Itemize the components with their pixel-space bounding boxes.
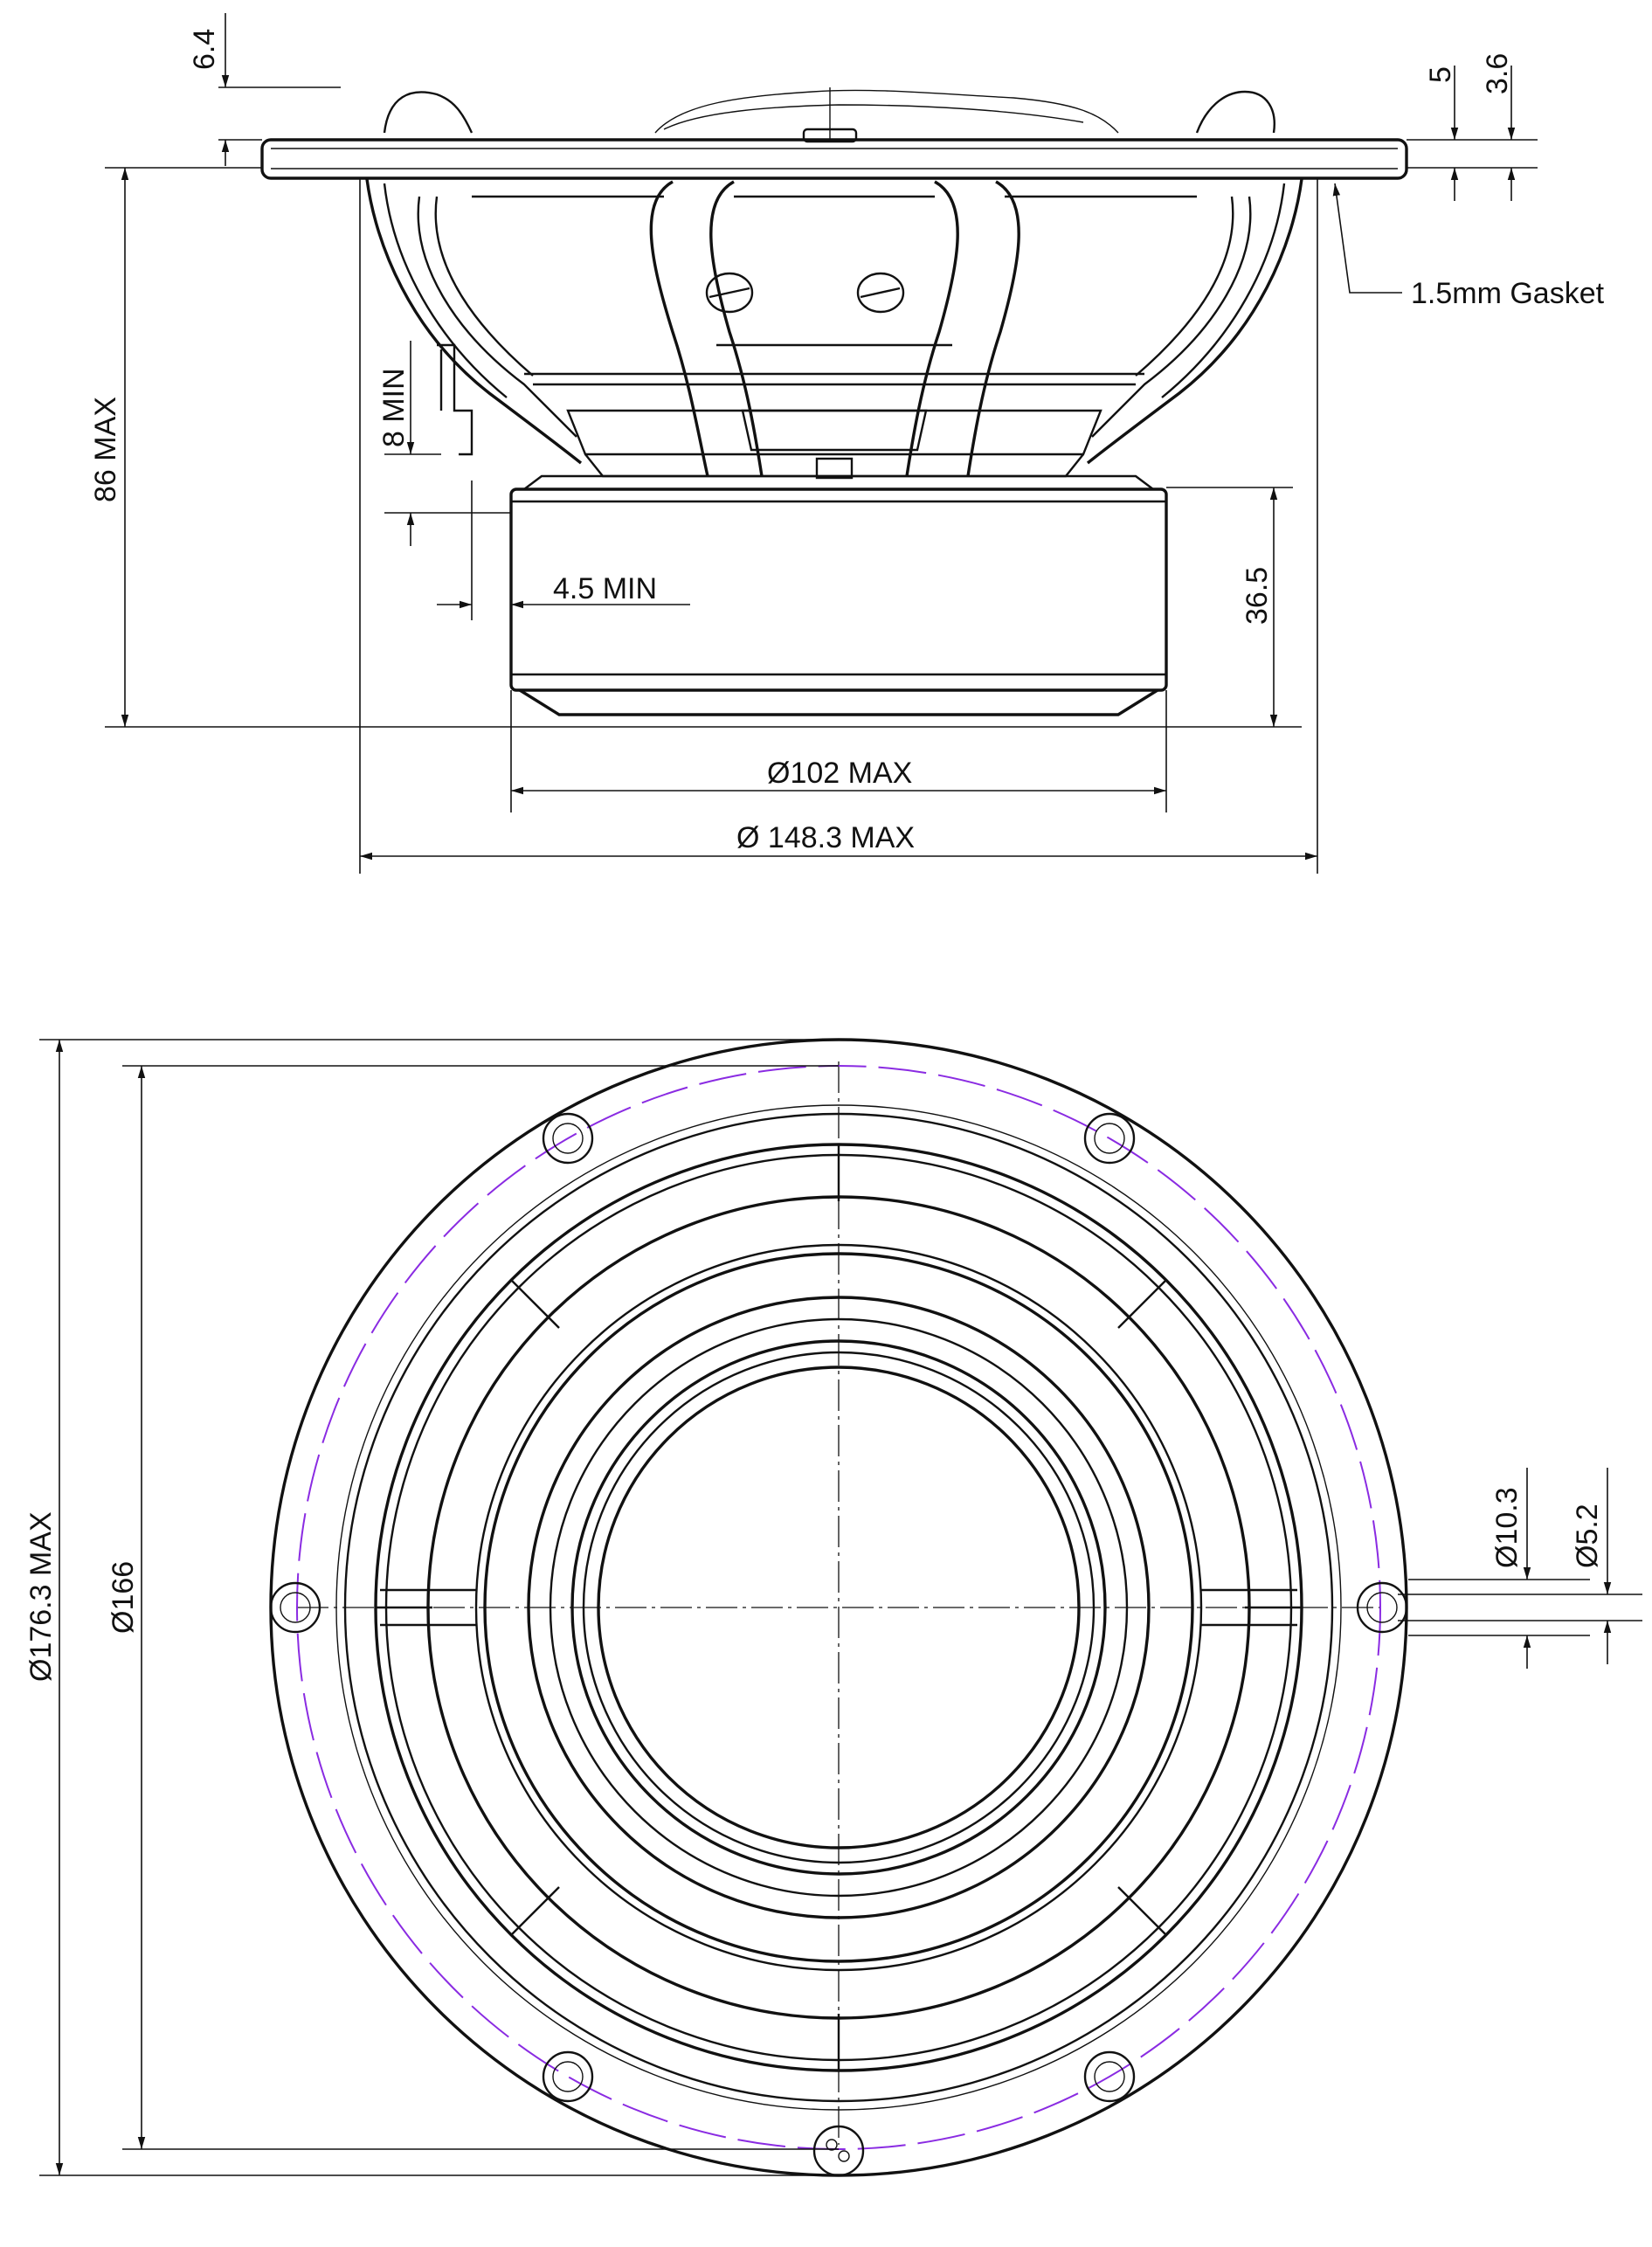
- mounting-hole: [1083, 2050, 1136, 2103]
- mounting-hole: [1083, 1112, 1136, 1165]
- dim-motor-height: 36.5: [1241, 567, 1274, 625]
- mounting-hole: [269, 1581, 321, 1634]
- dim-motor-diameter: Ø102 MAX: [767, 757, 912, 790]
- dim-outer-diameter: Ø176.3 MAX: [24, 1511, 58, 1682]
- front-dimensions: Ø176.3 MAX Ø166 Ø10.3 Ø5.2: [24, 1039, 1642, 2176]
- dim-frame-diameter: Ø 148.3 MAX: [736, 821, 915, 854]
- dim-overall-depth: 86 MAX: [89, 397, 122, 502]
- vent-lines: [376, 1144, 1302, 2071]
- dim-hole-inner: Ø5.2: [1571, 1504, 1604, 1568]
- dim-terminal-clearance: 8 MIN: [377, 368, 411, 447]
- mounting-hole: [1356, 1581, 1408, 1634]
- dim-flange-edge: 6.4: [188, 29, 221, 70]
- side-view: 6.4 5 3.6 1.5mm Gasket 86 MAX 8 MIN: [89, 13, 1605, 874]
- mounting-hole: [542, 2050, 594, 2103]
- dim-gasket-offset: 3.6: [1481, 53, 1514, 94]
- side-dimensions: 6.4 5 3.6 1.5mm Gasket 86 MAX 8 MIN: [89, 13, 1605, 874]
- frame-basket: [365, 178, 1303, 480]
- dim-flange-thickness: 5: [1424, 66, 1457, 83]
- mounting-hole: [542, 1112, 594, 1165]
- surround: [383, 89, 1275, 134]
- motor: [509, 474, 1168, 716]
- gasket-note: 1.5mm Gasket: [1411, 277, 1605, 310]
- flange: [260, 87, 1408, 180]
- mounting-holes: [269, 1112, 1408, 2177]
- dim-bolt-circle: Ø166: [107, 1561, 140, 1634]
- dim-hole-outer: Ø10.3: [1490, 1487, 1524, 1568]
- front-view: Ø176.3 MAX Ø166 Ø10.3 Ø5.2: [24, 1038, 1642, 2177]
- dim-terminal-offset: 4.5 MIN: [553, 572, 657, 605]
